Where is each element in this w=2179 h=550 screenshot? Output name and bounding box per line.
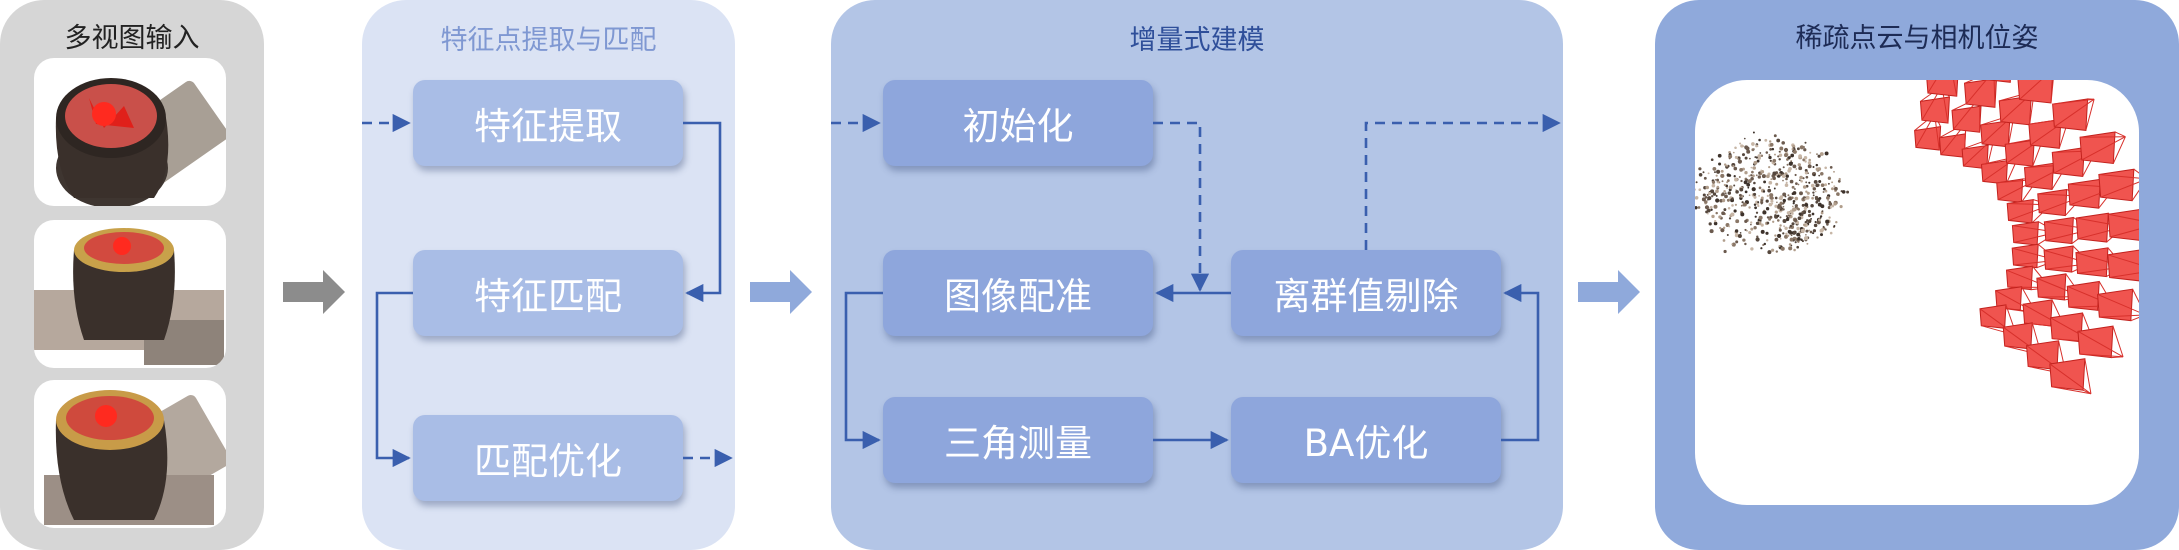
camera-frustum bbox=[2098, 168, 2139, 202]
match-refinement-box: 匹配优化 bbox=[413, 415, 683, 501]
camera-frustum bbox=[2017, 80, 2054, 104]
feature-matching-box: 特征匹配 bbox=[413, 250, 683, 336]
camera-poses bbox=[1914, 80, 2139, 395]
bundle-adjustment-box: BA优化 bbox=[1231, 397, 1501, 483]
input-panel-title: 多视图输入 bbox=[64, 23, 200, 54]
input-image-2 bbox=[34, 220, 226, 368]
arrow-extraction-to-matching bbox=[683, 121, 722, 303]
camera-frustum bbox=[2022, 299, 2066, 329]
camera-frustum bbox=[2052, 98, 2095, 131]
camera-frustum bbox=[2049, 358, 2092, 395]
triangulation-box: 三角测量 bbox=[883, 397, 1153, 483]
camera-frustum bbox=[2023, 162, 2068, 190]
camera-frustum bbox=[1926, 80, 1959, 97]
initialization-box: 初始化 bbox=[883, 80, 1153, 166]
camera-frustum bbox=[2005, 265, 2051, 291]
outlier-removal-box: 离群值剔除 bbox=[1231, 250, 1501, 336]
output-panel: 稀疏点云与相机位姿 bbox=[1655, 0, 2179, 550]
arrow-initialization-to-registration bbox=[1153, 121, 1210, 292]
stage-arrow-input bbox=[283, 270, 345, 314]
camera-frustum bbox=[2107, 209, 2139, 241]
arrow-outlier-out bbox=[1364, 113, 1561, 250]
camera-frustum bbox=[2079, 131, 2126, 165]
camera-frustum bbox=[1919, 85, 1950, 124]
output-panel-title: 稀疏点云与相机位姿 bbox=[1795, 23, 2039, 54]
feature-extraction-box: 特征提取 bbox=[413, 80, 683, 166]
arrow-matching-to-refinement bbox=[375, 291, 413, 468]
sparse-point-cloud-view bbox=[1695, 80, 2139, 505]
input-panel: 多视图输入 bbox=[0, 0, 264, 550]
camera-frustum bbox=[1995, 286, 2037, 314]
point-cloud bbox=[1695, 131, 1850, 255]
camera-frustum bbox=[1979, 304, 2018, 336]
image-registration-box: 图像配准 bbox=[883, 250, 1153, 336]
sfm-stage-title: 增量式建模 bbox=[1129, 25, 1265, 56]
input-image-1 bbox=[34, 58, 226, 206]
camera-frustum bbox=[2097, 288, 2139, 322]
arrow-ba-to-outlier bbox=[1501, 283, 1540, 442]
camera-frustum bbox=[2107, 249, 2139, 282]
input-image-3 bbox=[34, 380, 226, 528]
camera-frustum bbox=[1985, 80, 2011, 83]
stage-arrow-features bbox=[750, 270, 812, 314]
camera-frustum bbox=[2066, 280, 2115, 311]
camera-frustum bbox=[2077, 325, 2124, 359]
arrow-registration-to-triangulation bbox=[844, 291, 883, 450]
feature-stage-title: 特征点提取与匹配 bbox=[440, 25, 657, 56]
stage-arrow-sfm bbox=[1578, 270, 1640, 314]
